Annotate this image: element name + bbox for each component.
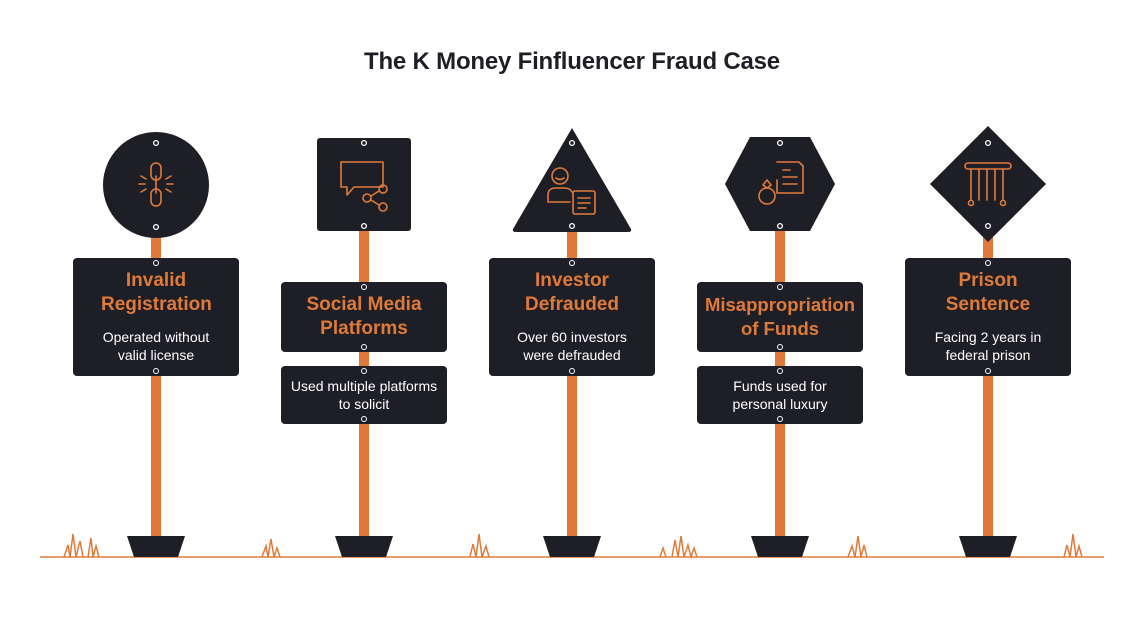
rivet — [361, 284, 367, 290]
rivet — [361, 368, 367, 374]
rivet — [568, 222, 576, 230]
sign-panel-social-media-platforms: Social Media Platforms — [281, 282, 447, 352]
chat-share-icon — [340, 161, 388, 212]
sign-head-hexagon — [725, 137, 835, 231]
rivet — [361, 416, 367, 422]
sign-heading: Misappropriation of Funds — [704, 294, 856, 339]
sign-head-diamond — [930, 126, 1046, 242]
rivet — [985, 368, 991, 374]
rivet — [569, 260, 575, 266]
rivet — [360, 222, 368, 230]
sign-head-triangle — [512, 128, 632, 232]
pole-base — [127, 536, 185, 557]
sign-head-square — [317, 138, 411, 231]
rivet — [777, 368, 783, 374]
sign-heading: Invalid Registration — [101, 270, 212, 315]
rivet — [777, 344, 783, 350]
pole-base — [335, 536, 393, 557]
rivet — [984, 139, 992, 147]
sign-panel-investor-defrauded: Investor Defrauded Over 60 investors wer… — [489, 258, 655, 376]
page-title: The K Money Finfluencer Fraud Case — [364, 48, 780, 75]
sign-description: Used multiple platforms to solicit — [290, 378, 438, 412]
rivet — [776, 222, 784, 230]
sign-heading: Prison Sentence — [945, 270, 1031, 315]
person-document-icon — [547, 167, 596, 215]
sign-description: Operated without valid license — [102, 329, 210, 363]
rivet — [776, 139, 784, 147]
rivet — [985, 260, 991, 266]
rivet — [153, 260, 159, 266]
pole-base — [959, 536, 1017, 557]
prison-bars-icon — [964, 162, 1012, 207]
pole-base — [543, 536, 601, 557]
rivet — [153, 368, 159, 374]
rivet — [361, 344, 367, 350]
rivet — [152, 223, 160, 231]
pole-base — [751, 536, 809, 557]
rivet — [777, 284, 783, 290]
rivet — [984, 222, 992, 230]
broken-chain-icon — [138, 162, 174, 207]
sign-description: Over 60 investors were defrauded — [517, 329, 627, 363]
sign-panel-misappropriation-of-funds: Misappropriation of Funds — [697, 282, 863, 352]
sign-panel-prison-sentence: Prison Sentence Facing 2 years in federa… — [905, 258, 1071, 376]
rivet — [777, 416, 783, 422]
sign-panel-invalid-registration: Invalid Registration Operated without va… — [73, 258, 239, 376]
sign-description-panel-misappropriation: Funds used for personal luxury — [697, 366, 863, 424]
sign-heading: Social Media Platforms — [306, 294, 422, 339]
rivet — [568, 139, 576, 147]
sign-description: Funds used for personal luxury — [732, 378, 828, 412]
sign-heading: Investor Defrauded — [525, 270, 619, 315]
sign-description-panel-social-media: Used multiple platforms to solicit — [281, 366, 447, 424]
rivet — [569, 368, 575, 374]
ring-document-icon — [758, 161, 804, 205]
sign-description: Facing 2 years in federal prison — [934, 329, 1042, 363]
rivet — [360, 139, 368, 147]
rivet — [152, 139, 160, 147]
